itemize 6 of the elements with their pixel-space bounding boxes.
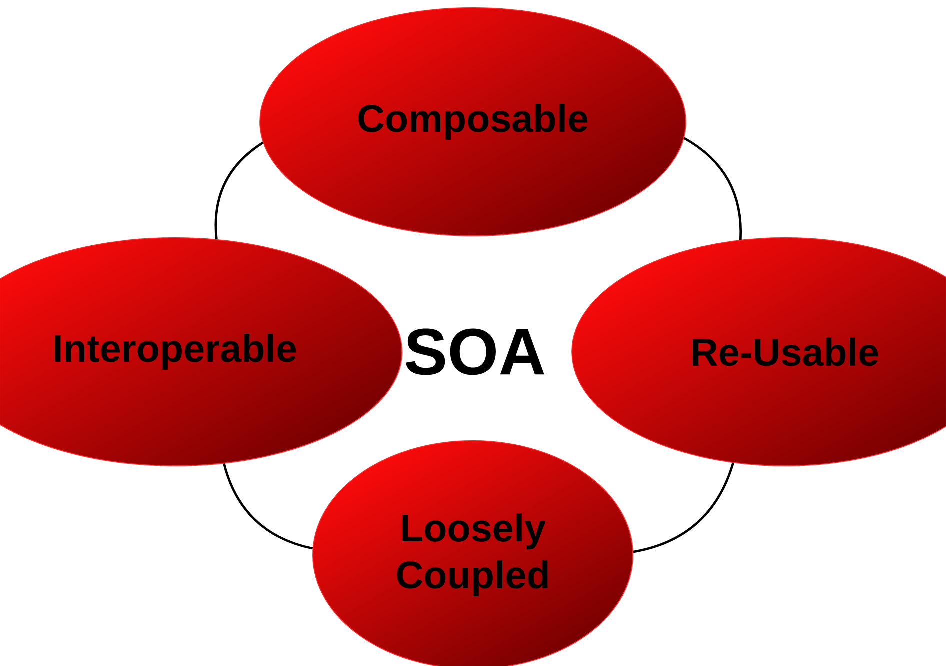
connector — [684, 137, 742, 240]
connector — [214, 142, 264, 240]
connector — [223, 463, 314, 550]
oval: Composable — [260, 8, 686, 236]
connector — [633, 462, 734, 554]
center-label: SOA — [406, 328, 544, 376]
